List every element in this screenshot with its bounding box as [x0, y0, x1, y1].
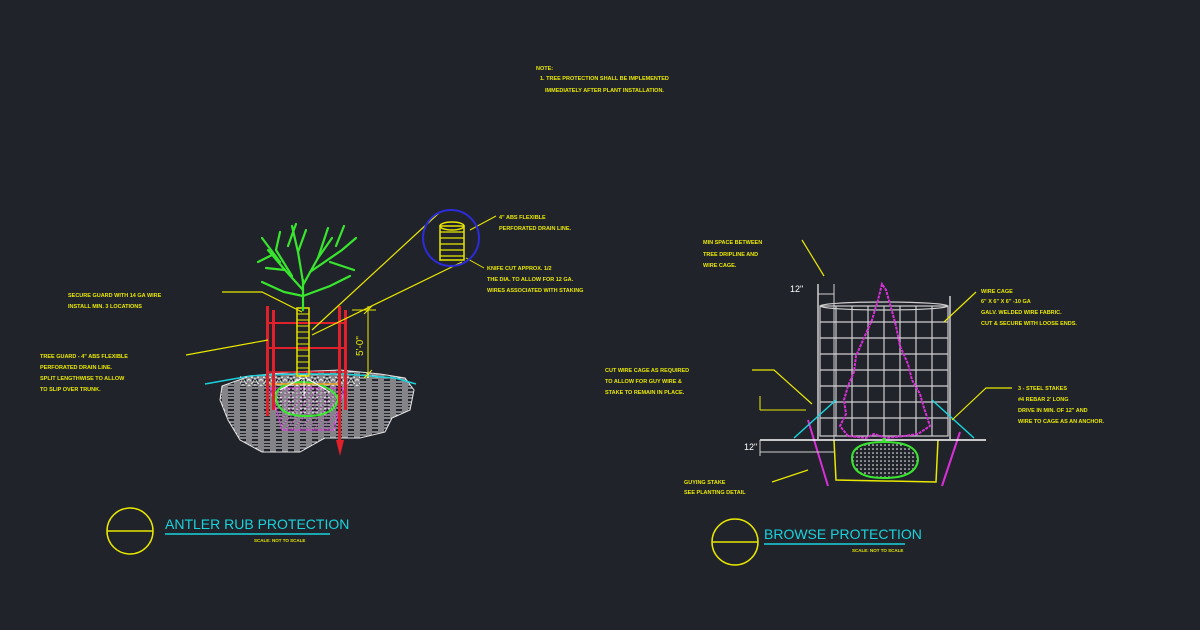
general-note: NOTE: 1. TREE PROTECTION SHALL BE IMPLEM… [536, 66, 669, 94]
callout-knife-cut: KNIFE CUT APPROX. 1/2 THE DIA. TO ALLOW … [487, 266, 583, 294]
antler-title: ANTLER RUB PROTECTION [165, 516, 349, 532]
dim-top-label: 12" [790, 284, 803, 294]
note-title: NOTE: [536, 66, 553, 72]
leader-tree-guard [185, 339, 269, 356]
post-tip [336, 440, 344, 456]
browse-scale: SCALE: NOT TO SCALE [852, 548, 903, 553]
stake-left-lower [807, 419, 829, 487]
post-right [338, 306, 341, 446]
leader-guying-stake [771, 469, 809, 483]
callout-guying-stake: GUYING STAKE SEE PLANTING DETAIL [684, 480, 746, 496]
callout-wire-cage: WIRE CAGE 6" X 6" X 6" -10 GA GALV. WELD… [981, 289, 1077, 327]
callout-secure-guard: SECURE GUARD WITH 14 GA WIRE INSTALL MIN… [68, 293, 163, 310]
callout-cut-cage: CUT WIRE CAGE AS REQUIRED TO ALLOW FOR G… [605, 368, 691, 396]
dim-bottom-label: 12" [744, 442, 757, 452]
tree-guard [296, 307, 310, 377]
root-ball-browse [850, 440, 920, 480]
dim-tick-top [363, 305, 373, 315]
dim-tick-bottom [363, 369, 373, 379]
antler-scale: SCALE: NOT TO SCALE [254, 538, 305, 543]
tree-canopy [256, 222, 358, 312]
leader-detail-2 [311, 261, 463, 336]
wire-cage [819, 301, 949, 437]
drain-callout-circle [422, 209, 480, 267]
leader-detail [311, 211, 441, 331]
note-line-1: 1. TREE PROTECTION SHALL BE IMPLEMENTED [540, 76, 669, 82]
leader-secure-guard [222, 291, 303, 313]
stake-right-lower [941, 431, 961, 487]
browse-title: BROWSE PROTECTION [764, 526, 922, 542]
post-left [266, 306, 269, 416]
callout-min-space: MIN SPACE BETWEEN TREE DRIPLINE AND WIRE… [703, 240, 764, 269]
callout-tree-guard: TREE GUARD - 4" ABS FLEXIBLE PERFORATED … [40, 354, 130, 393]
post-right-inner [344, 310, 347, 410]
leader-min-space [801, 239, 825, 277]
leader-drain [469, 215, 497, 231]
callout-steel-stakes: 3 - STEEL STAKES #4 REBAR 2' LONG DRIVE … [1018, 386, 1105, 425]
leader-wire-cage [943, 291, 977, 323]
browse-detail: 12" 12" MIN SPACE BETWEEN TREE DRIPLINE … [605, 239, 1105, 566]
roots [279, 377, 331, 396]
post-left-inner [272, 310, 275, 410]
tree-dripline-outline [838, 281, 932, 440]
callout-drain-line: 4" ABS FLEXIBLE PERFORATED DRAIN LINE. [499, 215, 571, 232]
leader-steel-stakes [951, 387, 1012, 421]
height-dimension: 5'-0" [355, 336, 366, 356]
note-line-2: IMMEDIATELY AFTER PLANT INSTALLATION. [545, 88, 664, 94]
tree-guard-rings [297, 313, 309, 369]
guy-wire-left [793, 399, 837, 439]
leader-cut-cage [752, 369, 813, 405]
planting-pit [833, 439, 939, 483]
drain-coil [439, 221, 465, 261]
antler-rub-detail: 5'-0" 4" ABS FLEXIBLE PERFORATED DRAIN L… [40, 209, 583, 555]
